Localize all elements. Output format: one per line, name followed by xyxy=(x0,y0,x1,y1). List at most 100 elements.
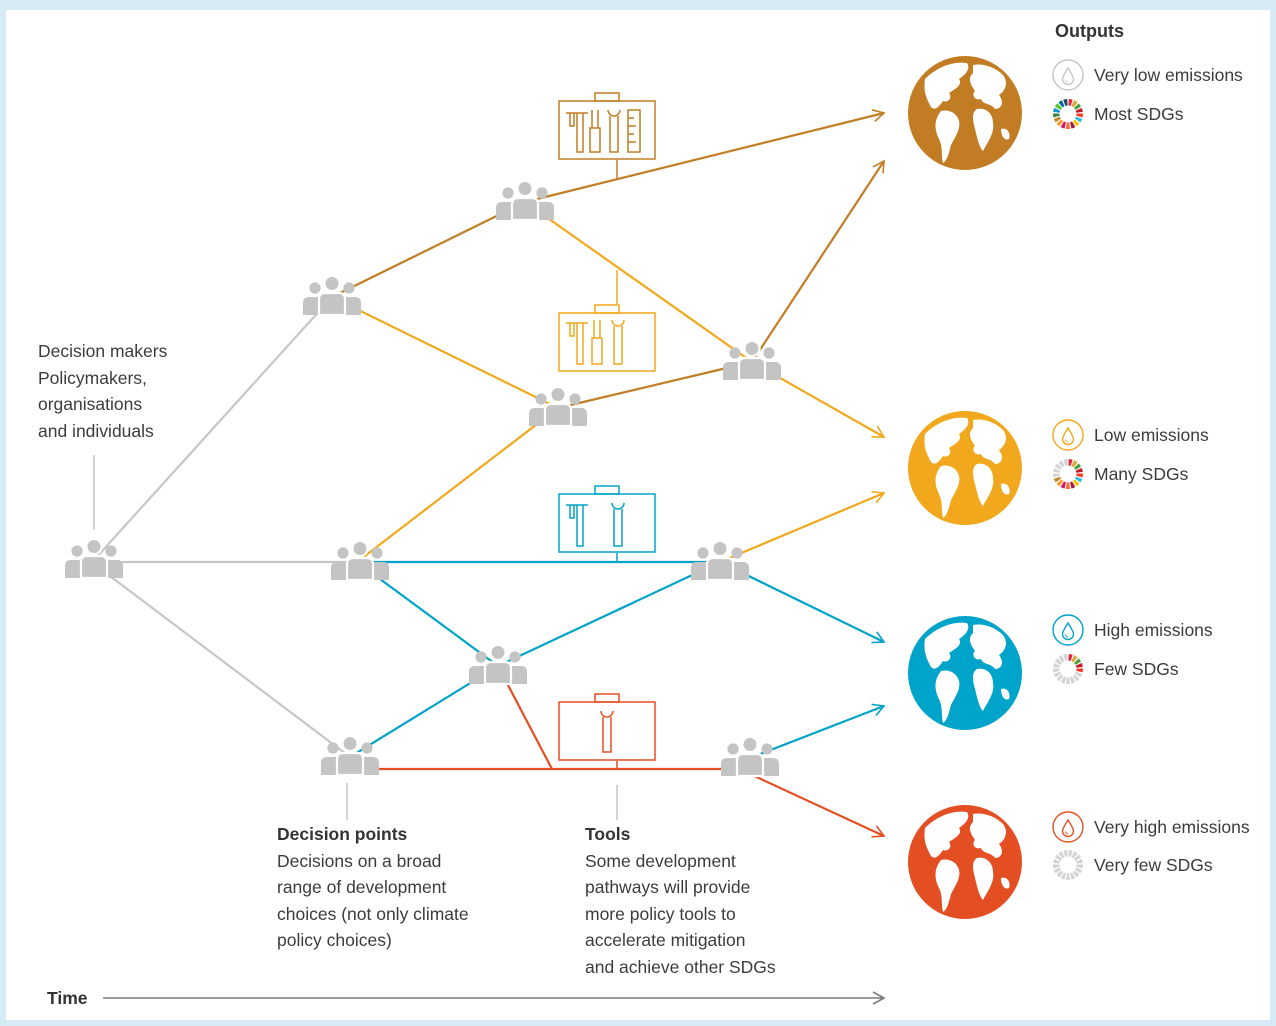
output-sdgs-label: Many SDGs xyxy=(1094,464,1189,484)
sdg-segment xyxy=(1076,864,1084,869)
sdg-segment xyxy=(1056,870,1064,878)
edge-grey-1 xyxy=(93,296,333,561)
sdg-wheel-icon xyxy=(1052,99,1084,129)
decision-point-node xyxy=(527,385,589,428)
sdg-segment xyxy=(1068,459,1073,466)
sdg-segment xyxy=(1053,858,1061,864)
sdg-segment xyxy=(1071,100,1078,108)
sdg-segment xyxy=(1069,872,1076,880)
sdg-segment xyxy=(1060,676,1067,684)
sdg-segment xyxy=(1068,850,1073,857)
sdg-segment xyxy=(1058,851,1065,859)
edge-amber-1 xyxy=(331,296,559,409)
sdg-segment xyxy=(1074,463,1082,470)
toolbox-minimal xyxy=(558,693,656,761)
sdg-segment xyxy=(1075,107,1083,113)
sdg-segment xyxy=(1053,662,1061,668)
sdg-segment xyxy=(1076,473,1084,478)
output-sdgs-label: Most SDGs xyxy=(1094,104,1184,124)
sdg-segment xyxy=(1065,873,1071,880)
output-sdgs-label: Very few SDGs xyxy=(1094,855,1213,875)
edge-amber-2 xyxy=(524,201,753,363)
edge-brown-2 xyxy=(524,109,886,204)
pathways-diagram xyxy=(63,56,1084,1005)
sdg-segment xyxy=(1058,655,1065,663)
sdg-segment xyxy=(1058,100,1065,108)
globe-high-emissions-icon xyxy=(908,616,1022,730)
toolbox-medium xyxy=(558,304,656,372)
edge-brown-1 xyxy=(331,201,526,298)
sdg-segment xyxy=(1074,658,1082,665)
sdg-segment xyxy=(1069,481,1076,489)
edge-grey-3 xyxy=(93,563,351,758)
edge-brown-3 xyxy=(557,360,753,410)
sdg-segment xyxy=(1071,460,1078,468)
sdg-segment xyxy=(1063,850,1068,857)
sdg-segment xyxy=(1071,655,1078,663)
sdg-segment xyxy=(1072,479,1080,487)
decision-makers-label: Decision makers Policymakers, organisati… xyxy=(38,341,168,441)
sdg-segment xyxy=(1076,113,1084,118)
sdg-segment xyxy=(1065,482,1071,489)
time-label: Time xyxy=(47,988,88,1008)
sdg-segment xyxy=(1053,107,1061,113)
output-emissions-label: Very low emissions xyxy=(1094,65,1243,85)
sdg-segment xyxy=(1063,459,1068,466)
figure-frame: Decision makers Policymakers, organisati… xyxy=(6,10,1270,1020)
sdg-segment xyxy=(1054,854,1062,861)
decision-makers-node xyxy=(63,537,125,580)
output-sdgs-label: Few SDGs xyxy=(1094,659,1179,679)
sdg-segment xyxy=(1068,654,1073,661)
sdg-segment xyxy=(1063,99,1068,106)
decision-points-label: Decision points Decisions on a broad ran… xyxy=(277,824,469,950)
sdg-segment xyxy=(1075,858,1083,864)
sdg-segment xyxy=(1074,103,1082,110)
tools-label: Tools Some development pathways will pro… xyxy=(585,824,776,977)
sdg-wheel-icon xyxy=(1052,459,1084,489)
globe-very-low-emissions-icon xyxy=(908,56,1022,170)
sdg-segment xyxy=(1076,668,1084,673)
sdg-segment xyxy=(1053,467,1061,473)
sdg-segment xyxy=(1065,122,1071,129)
sdg-segment xyxy=(1054,103,1062,110)
output-emissions-label: Low emissions xyxy=(1094,425,1209,445)
decision-point-node xyxy=(689,539,751,582)
sdg-segment xyxy=(1052,113,1060,118)
sdg-segment xyxy=(1075,671,1083,678)
decision-point-node xyxy=(301,274,363,317)
legend-icons xyxy=(1052,59,1084,880)
sdg-segment xyxy=(1056,119,1064,127)
edge-amber-4 xyxy=(356,407,559,563)
sdg-segment xyxy=(1056,479,1064,487)
decision-point-node xyxy=(719,735,781,778)
decision-point-node xyxy=(494,179,556,222)
sdg-segment xyxy=(1054,658,1062,665)
sdg-segment xyxy=(1075,116,1083,123)
sdg-segment xyxy=(1069,676,1076,684)
sdg-segment xyxy=(1054,463,1062,470)
sdg-segment xyxy=(1053,116,1061,123)
decision-point-node xyxy=(329,539,391,582)
sdg-segment xyxy=(1071,851,1078,859)
sdg-segment xyxy=(1065,677,1071,684)
toolbox-small xyxy=(558,485,656,553)
edge-brown-4 xyxy=(751,159,885,363)
sdg-segment xyxy=(1053,867,1061,874)
sdg-segment xyxy=(1068,99,1073,106)
globe-low-emissions-icon xyxy=(908,411,1022,525)
sdg-segment xyxy=(1052,473,1060,478)
sdg-segment xyxy=(1053,671,1061,678)
sdg-segment xyxy=(1072,870,1080,878)
sdg-segment xyxy=(1072,119,1080,127)
sdg-segment xyxy=(1072,674,1080,682)
sdg-segment xyxy=(1060,872,1067,880)
sdg-segment xyxy=(1075,467,1083,473)
sdg-segment xyxy=(1056,674,1064,682)
output-emissions-label: Very high emissions xyxy=(1094,817,1250,837)
sdg-segment xyxy=(1060,121,1067,129)
globe-very-high-emissions-icon xyxy=(908,805,1022,919)
sdg-segment xyxy=(1063,654,1068,661)
output-emissions-label: High emissions xyxy=(1094,620,1213,640)
toolbox-full xyxy=(558,92,656,160)
edge-red-3 xyxy=(749,773,886,838)
